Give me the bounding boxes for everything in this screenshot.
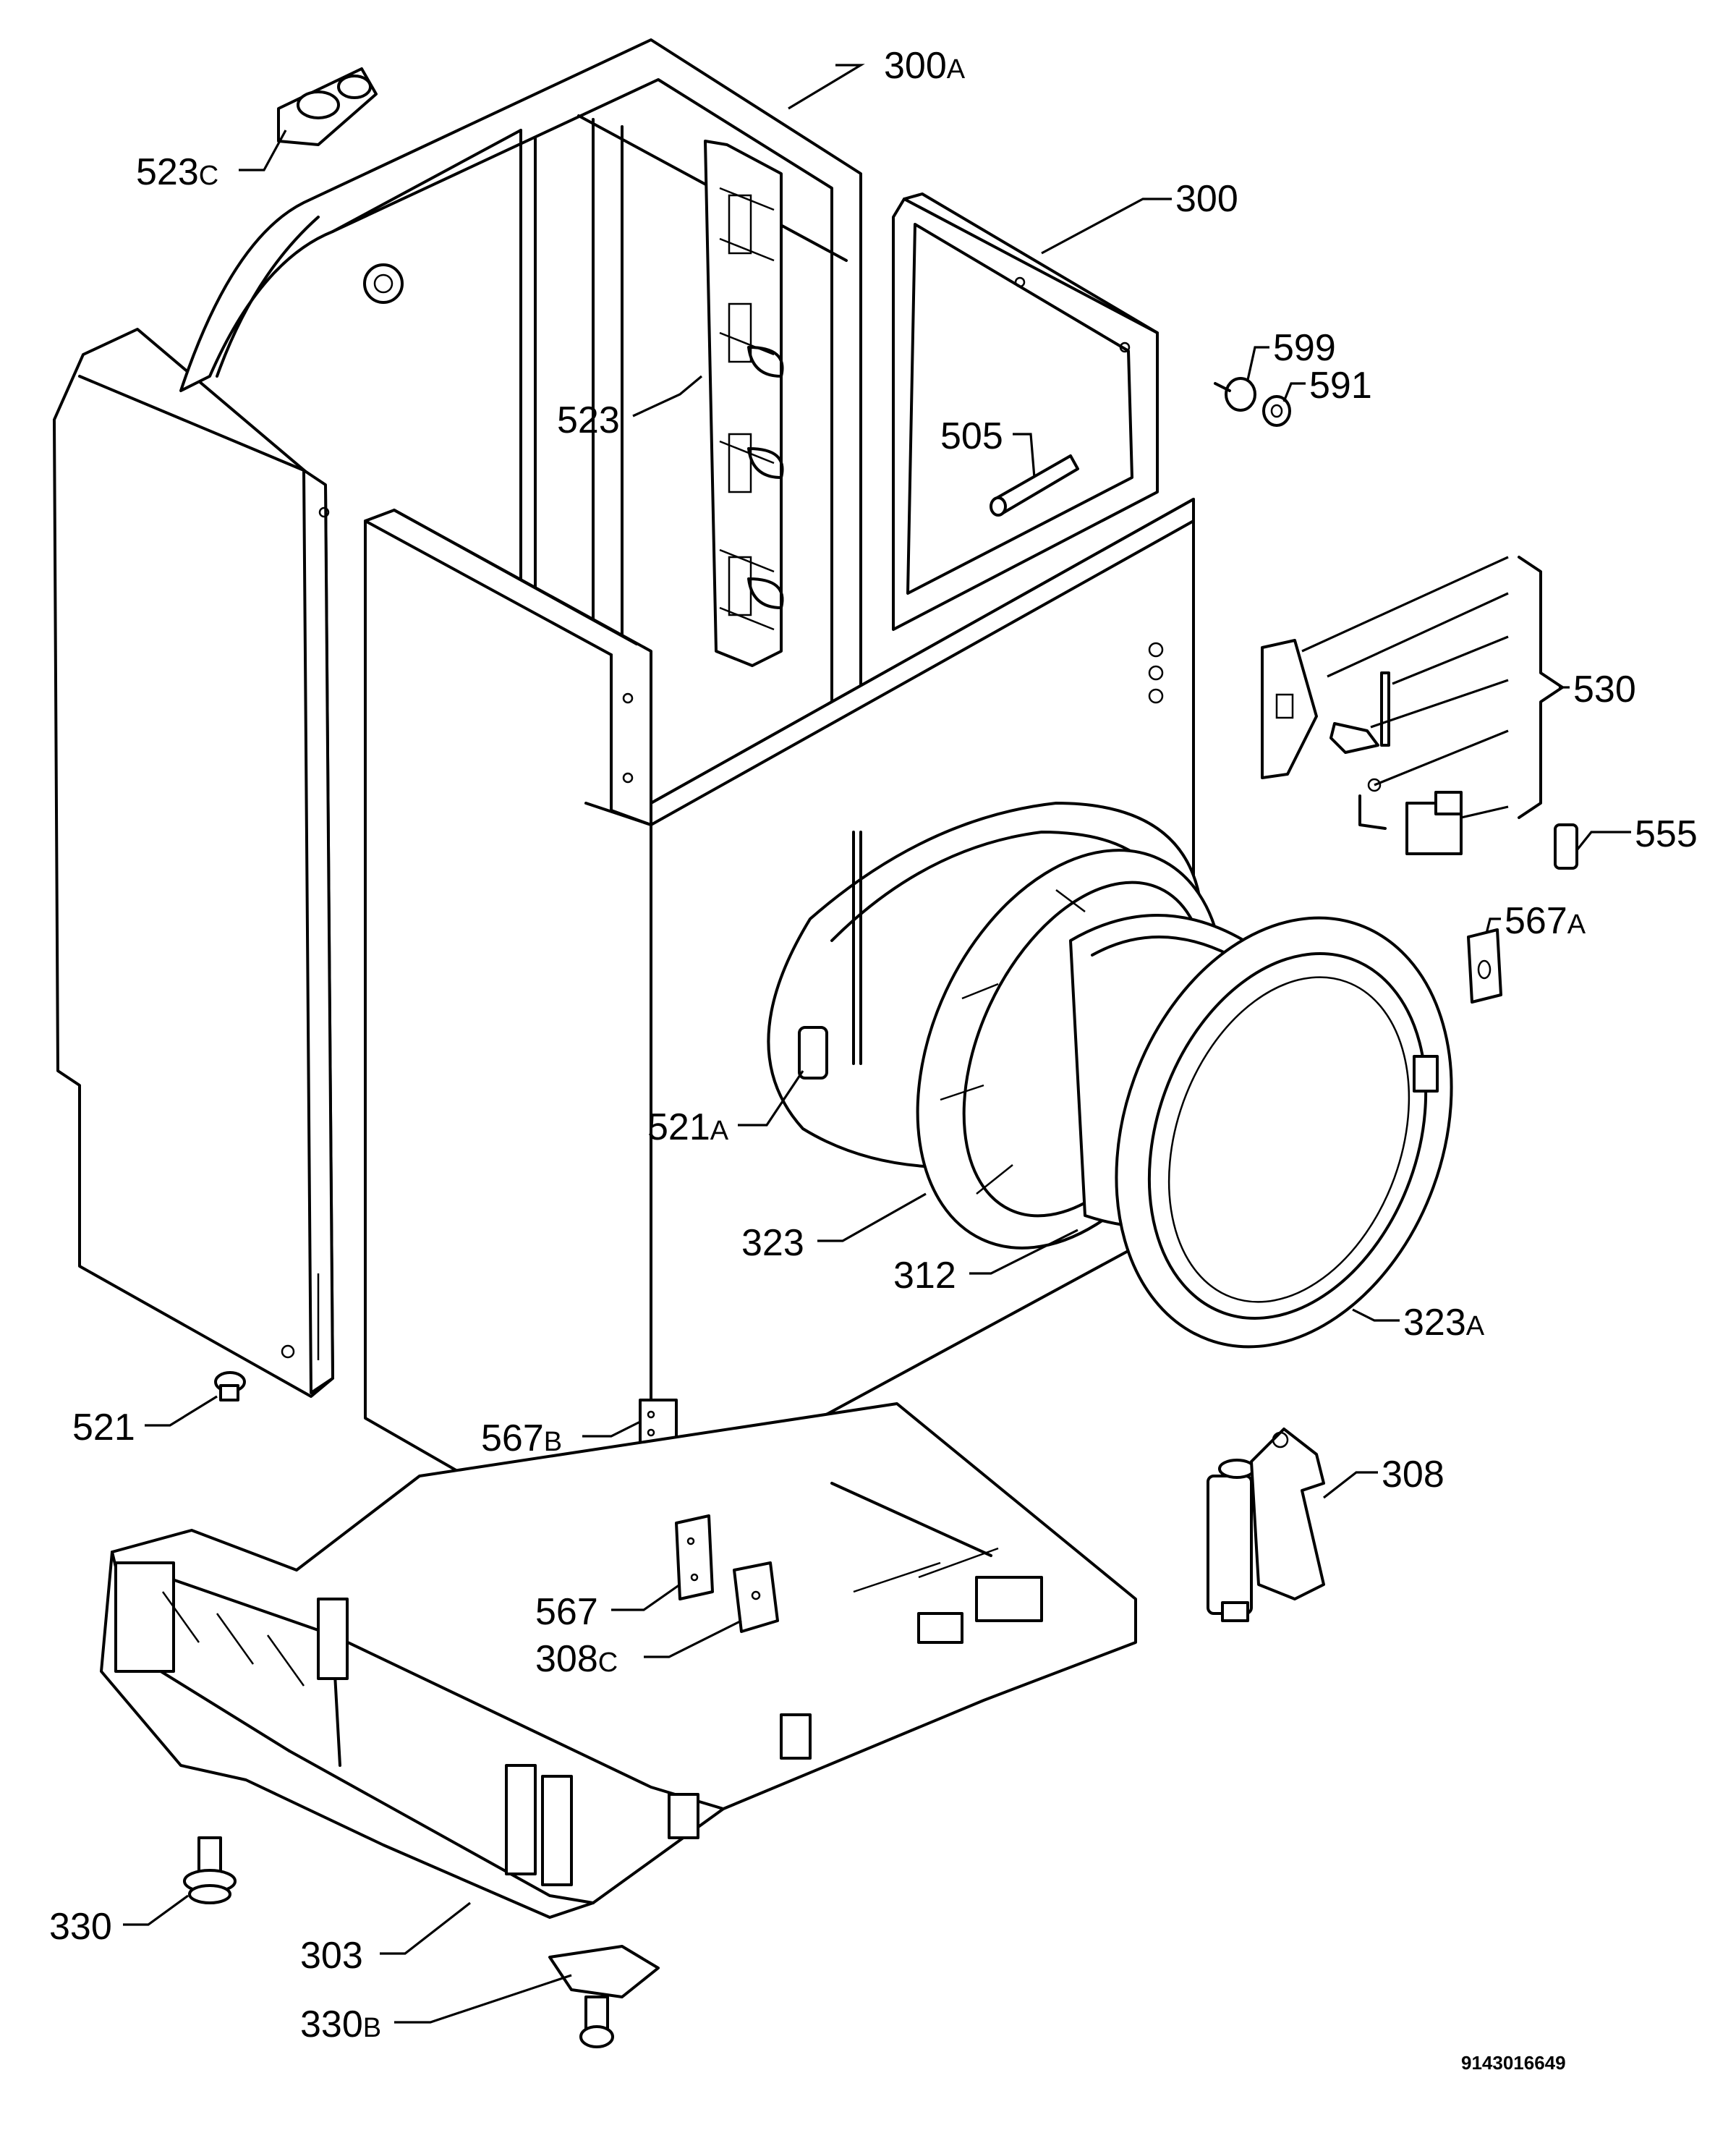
foot-330	[183, 1836, 237, 1904]
label-523: 523	[557, 399, 620, 441]
leader-lines	[123, 64, 1631, 2024]
label-567: 567	[535, 1591, 598, 1633]
label-300: 300	[1175, 178, 1238, 220]
bracket-567	[675, 1514, 714, 1600]
part-599-screw	[1214, 377, 1256, 412]
label-599: 599	[1273, 327, 1336, 369]
label-567A: 567A	[1505, 900, 1586, 942]
part-523C-clip	[277, 67, 378, 146]
label-521A: 521A	[647, 1106, 729, 1148]
part-521-screw	[214, 1371, 246, 1401]
label-555: 555	[1635, 813, 1698, 855]
label-330B: 330B	[300, 2003, 381, 2045]
part-591-washer	[1262, 395, 1291, 427]
left-side-panel	[53, 328, 334, 1398]
part-555-clip	[1554, 823, 1578, 870]
part-505-rod	[990, 454, 1079, 517]
label-303: 303	[300, 1935, 363, 1977]
label-530: 530	[1573, 669, 1636, 711]
hose-523	[704, 140, 784, 667]
label-323: 323	[741, 1222, 804, 1264]
part-567A-plate	[1467, 928, 1502, 1004]
label-330: 330	[49, 1906, 112, 1948]
label-308: 308	[1382, 1454, 1444, 1496]
rear-frame-300A	[179, 38, 862, 754]
part-labels: 523C 300A 300 599 591 523 505 530 555 56…	[49, 45, 1698, 2045]
label-523C: 523C	[136, 151, 218, 193]
label-591: 591	[1309, 365, 1372, 407]
label-505: 505	[940, 415, 1003, 457]
label-312: 312	[893, 1255, 956, 1297]
label-308C: 308C	[535, 1638, 618, 1680]
drawing-code: 9143016649	[1461, 2052, 1566, 2074]
label-567B: 567B	[481, 1417, 562, 1459]
label-323A: 323A	[1403, 1302, 1485, 1344]
hinge-308	[1207, 1428, 1325, 1622]
bracket-308C	[733, 1561, 779, 1633]
label-521: 521	[72, 1407, 135, 1449]
foot-330B	[548, 1945, 660, 2048]
door-ring-323A	[1115, 916, 1453, 1349]
right-side-frame-300	[892, 192, 1159, 631]
base-tray-303	[100, 1402, 1137, 1919]
door-lock-assembly-530	[1261, 556, 1564, 855]
label-300A: 300A	[884, 45, 966, 87]
